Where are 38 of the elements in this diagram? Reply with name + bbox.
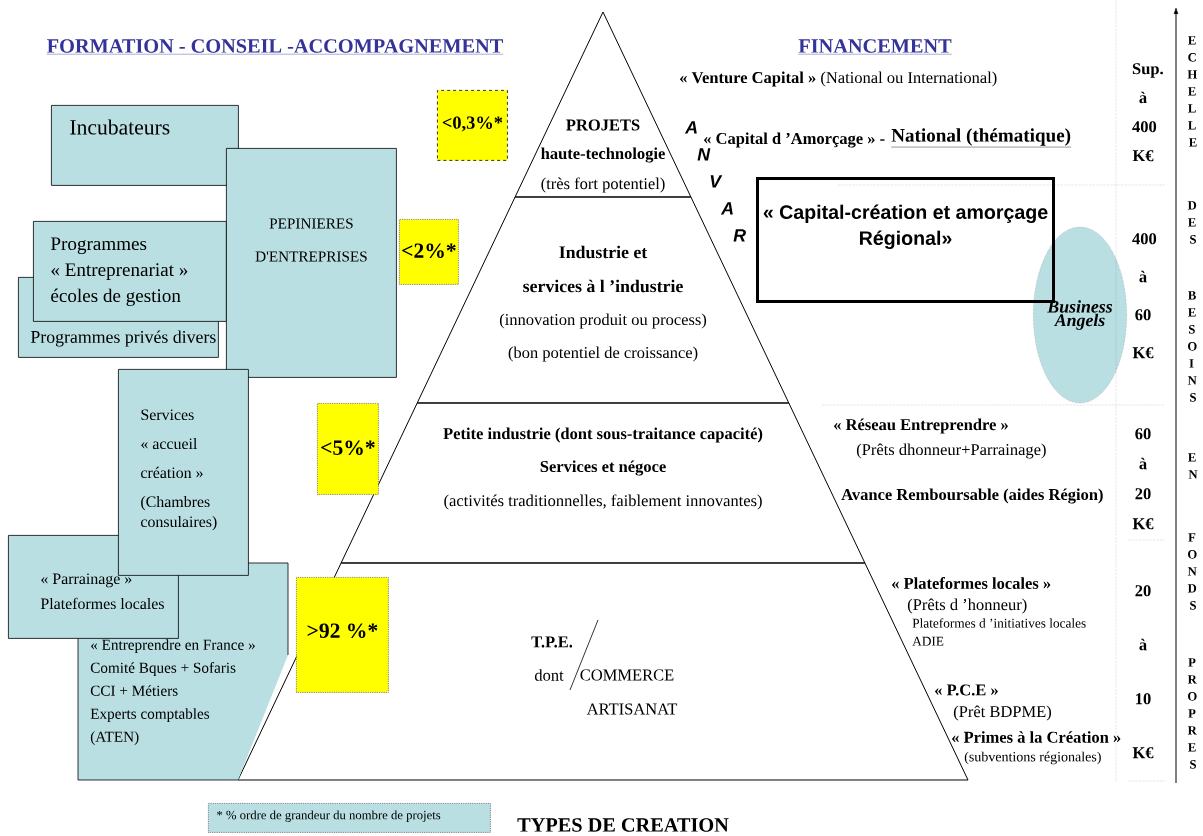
- funding-label: « Venture Capital » (National ou International): [680, 71, 997, 87]
- vertical-text: BESOINS: [1187, 291, 1197, 402]
- node-label: « Entreprendre en France »: [91, 639, 255, 653]
- funding-label: « Primes à la Création »: [952, 731, 1121, 743]
- percentage-box: <2%*: [399, 219, 459, 285]
- info-box: Incubateurs: [51, 105, 239, 186]
- info-box: Programmes « Entreprenariat » écoles de gestion: [33, 221, 227, 322]
- amount-range: 60 à 20 K€: [1132, 428, 1154, 530]
- vertical-text: DES: [1187, 201, 1197, 244]
- framed-box: « Capital-création et amorçage Régional»: [756, 177, 1055, 303]
- funding-label: « Capital d ’Amorçage » -: [704, 132, 885, 148]
- funding-label: (subventions régionales): [964, 751, 1101, 765]
- vertical-text: ECHELLE: [1187, 36, 1198, 147]
- funding-label: Plateformes d ’initiatives locales ADIE: [912, 618, 1086, 646]
- funding-label: (Prêts dhonneur+Parrainage): [856, 443, 1046, 459]
- section-heading: FORMATION - CONSEIL -ACCOMPAGNEMENT: [46, 39, 504, 55]
- funding-label: « P.C.E »: [935, 684, 998, 696]
- vertical-text: EN: [1188, 453, 1198, 479]
- funding-label: (Prêts d ’honneur): [907, 598, 1027, 614]
- info-box: Services « accueil création » (Chambres consulaires): [118, 369, 249, 576]
- amount-range: 20 à 10 K€: [1132, 585, 1154, 759]
- vertical-text: FONDS: [1187, 533, 1197, 610]
- funding-label: Avance Remboursable (aides Région): [841, 488, 1103, 504]
- vertical-text: PROPRES: [1187, 658, 1197, 769]
- section-heading: FINANCEMENT: [798, 39, 952, 55]
- node-label: (ATEN): [90, 731, 139, 745]
- node-label: Comité Bques + Sofaris: [90, 662, 236, 676]
- percentage-box: <0,3%*: [437, 90, 508, 161]
- funding-label: « Plateformes locales »: [892, 577, 1051, 589]
- caption: TYPES DE CREATION: [517, 818, 729, 832]
- funding-label: (Prêt BDPME): [953, 705, 1051, 721]
- node-label: Experts comptables: [90, 708, 210, 722]
- funding-label: National (thématique): [891, 128, 1072, 148]
- node-label: CCI + Métiers: [90, 685, 178, 696]
- funding-label: « Réseau Entreprendre »: [834, 418, 1008, 434]
- amount-range: Sup. à 400 K€: [1132, 63, 1163, 162]
- footnote-box: * % ordre de grandeur du nombre de projets: [208, 803, 491, 833]
- percentage-box: <5%*: [317, 403, 379, 495]
